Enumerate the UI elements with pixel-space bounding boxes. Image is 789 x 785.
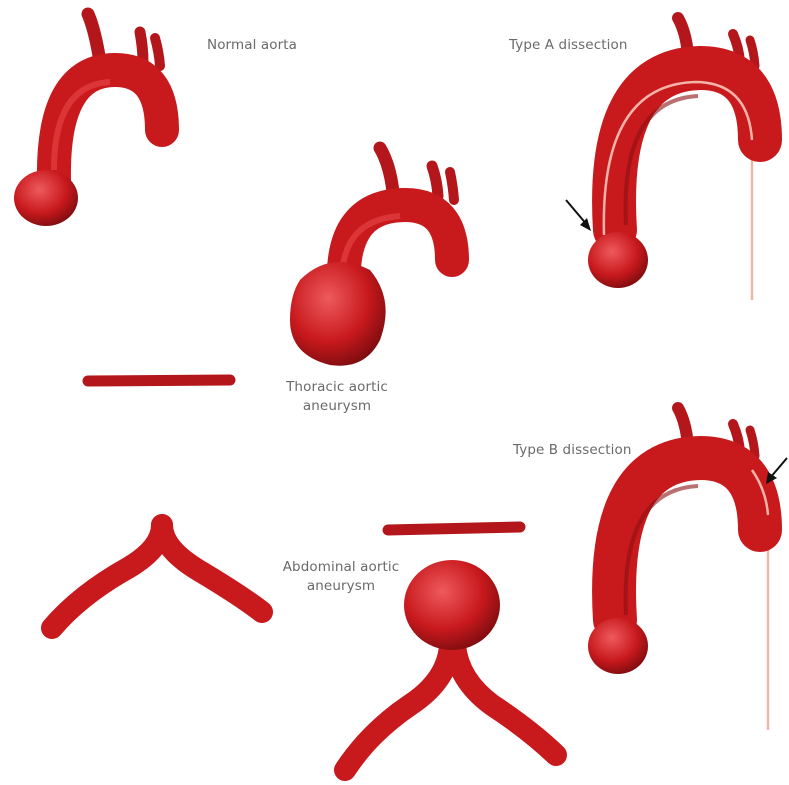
aneurysm-aorta-iliac [455, 645, 556, 755]
type-a-dissection [566, 18, 760, 300]
thoracic-aneurysm-bulge [290, 262, 386, 366]
label-thoracic-line2: aneurysm [282, 397, 392, 416]
abdominal-aneurysm-bulge [404, 560, 500, 650]
normal-aorta-arch [54, 70, 162, 180]
label-normal-aorta: Normal aorta [207, 36, 297, 55]
type-b-root [588, 618, 648, 674]
normal-aorta-branch [155, 38, 160, 66]
type-a-arch [614, 68, 760, 230]
type-b-arch [614, 458, 760, 620]
type-b-arrow [766, 458, 787, 484]
label-thoracic-line1: Thoracic aortic [282, 378, 392, 397]
aneurysm-aorta-branch [380, 148, 393, 192]
aneurysm-aorta-branch [432, 166, 438, 196]
normal-aorta-iliac [52, 525, 162, 628]
label-abdominal-aneurysm: Abdominal aortic aneurysm [276, 558, 406, 596]
type-a-arrow [566, 200, 591, 231]
label-abdominal-line1: Abdominal aortic [276, 558, 406, 577]
label-thoracic-aneurysm: Thoracic aortic aneurysm [282, 378, 392, 416]
type-a-root [588, 232, 648, 288]
label-type-a-dissection: Type A dissection [509, 36, 628, 55]
normal-aorta-root [14, 170, 78, 226]
normal-aorta [14, 14, 262, 628]
aneurysm-aorta-branch [450, 172, 454, 200]
aneurysm-aorta-iliac [345, 645, 450, 770]
label-type-b-dissection: Type B dissection [513, 441, 632, 460]
label-abdominal-line2: aneurysm [276, 577, 406, 596]
